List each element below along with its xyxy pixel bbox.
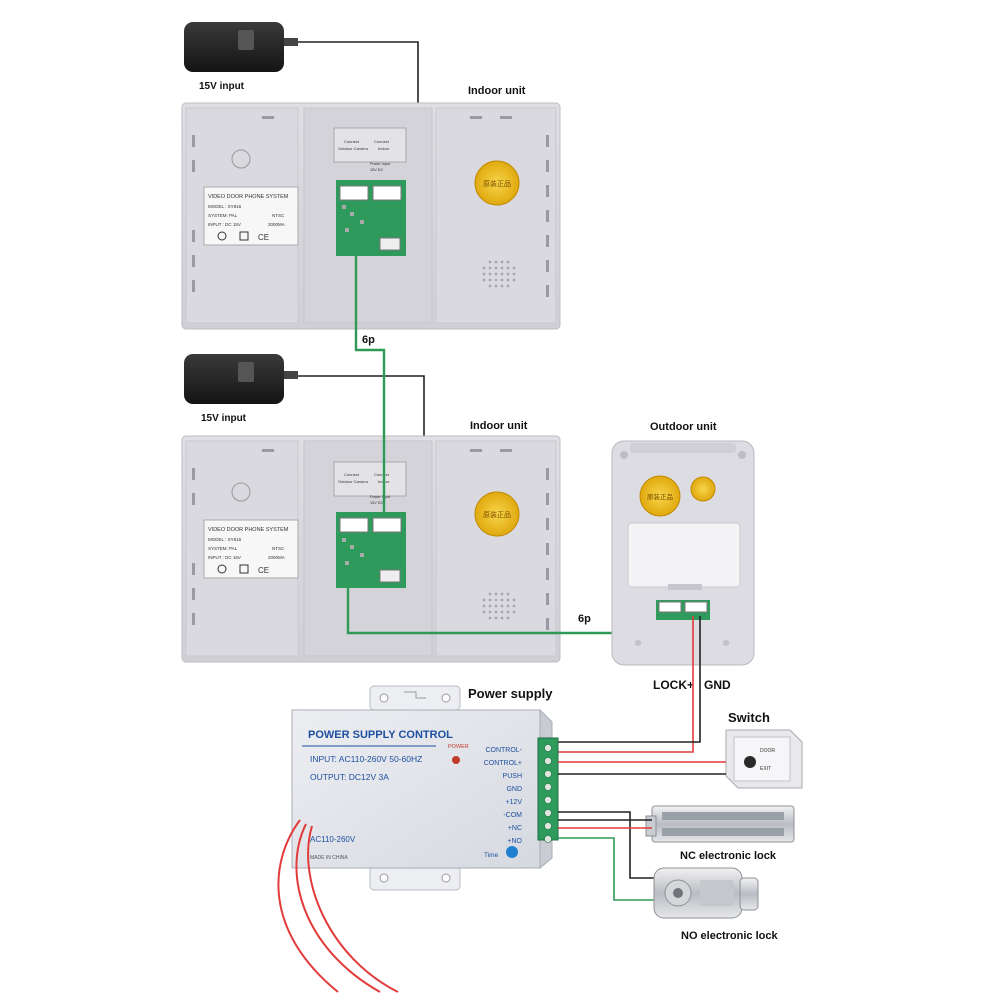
psu-ac-label: AC110-260V	[310, 835, 356, 844]
psu-title: POWER SUPPLY CONTROL	[308, 729, 453, 741]
outdoor-unit: 原装正品	[611, 440, 755, 666]
input-label-top: 15V input	[199, 81, 245, 92]
seal-stamp-top	[474, 160, 520, 206]
cert-icons-top: CE	[217, 231, 269, 242]
terminal-label: +NC	[508, 825, 522, 832]
terminal-label: GND	[506, 786, 522, 793]
speaker-grille-top	[482, 260, 516, 288]
terminal-label: -COM	[503, 812, 522, 819]
model-label-model: MODEL : SY816	[208, 537, 242, 542]
cable-6p-label-a: 6p	[362, 334, 375, 346]
lock-plus-label: LOCK+	[653, 678, 694, 692]
outdoor-unit-label: Outdoor unit	[650, 421, 717, 433]
terminal-label: +12V	[505, 799, 522, 806]
input-label-mid: 15V input	[201, 413, 247, 424]
model-label-ntsc: NTSC	[272, 213, 285, 218]
no-lock-label: NO electronic lock	[681, 930, 778, 942]
psu-terminal-labels: CONTROL- CONTROL+ PUSH GND +12V -COM +NC…	[484, 747, 523, 845]
vent-slots-mid	[192, 449, 549, 630]
terminal-label: +NO	[507, 838, 522, 845]
terminal-label: CONTROL-	[485, 747, 522, 754]
cert-icons-mid: CE	[217, 564, 269, 575]
indoor-unit-mid: VIDEO DOOR PHONE SYSTEM MODEL : SY816 SY…	[181, 435, 561, 663]
psu-input-line: INPUT: AC110-260V 50-60HZ	[310, 754, 422, 764]
ac-cable-3	[307, 825, 399, 993]
board-text: Connect	[344, 139, 360, 144]
terminal-label: PUSH	[503, 773, 522, 780]
wire-lock-plus	[558, 616, 694, 753]
switch-label: Switch	[728, 710, 770, 725]
cable-6p-label-b: 6p	[578, 613, 591, 625]
logo-mark-mid	[231, 482, 251, 502]
ac-cable-2	[295, 823, 381, 993]
indoor-unit-label-top: Indoor unit	[468, 85, 526, 97]
psu-power-led-label: POWER	[448, 744, 469, 750]
model-label-current: 2000MA	[268, 222, 285, 227]
terminal-label: CONTROL+	[484, 760, 522, 767]
psu-made-in: MADE IN CHINA	[310, 855, 348, 861]
seal-stamp-text: 原装正品	[483, 179, 511, 188]
board-text: Connect	[344, 472, 360, 477]
wire-com-no-lock	[558, 811, 658, 879]
indoor-unit-top: VIDEO DOOR PHONE SYSTEM MODEL : SY816 SY…	[181, 102, 561, 330]
svg-text:CE: CE	[258, 566, 269, 575]
board-text: Power Input	[370, 495, 391, 499]
exit-button[interactable]	[744, 756, 756, 768]
seal-stamp-text: 原装正品	[647, 492, 673, 501]
model-label-title: VIDEO DOOR PHONE SYSTEM	[208, 527, 289, 533]
switch-text-door: DOOR	[760, 748, 775, 754]
wire-gnd-outdoor	[558, 616, 701, 743]
power-supply-unit: POWER SUPPLY CONTROL INPUT: AC110-260V 5…	[291, 685, 559, 891]
seal-stamp-mid	[474, 491, 520, 537]
connector-panel-mid: Connect Outdoor Camera Connect Indoor Po…	[333, 461, 407, 588]
model-label-input: INPUT : DC 15V	[208, 555, 241, 560]
board-text: Connect	[374, 139, 390, 144]
time-adjust-knob[interactable]	[506, 846, 518, 858]
vent-slots-top	[192, 116, 549, 297]
model-label-input: INPUT : DC 15V	[208, 222, 241, 227]
indoor-unit-label-mid: Indoor unit	[470, 420, 528, 432]
logo-mark-top	[231, 149, 251, 169]
board-text: Outdoor Camera	[338, 479, 369, 484]
board-text: Connect	[374, 472, 390, 477]
exit-switch: DOOR EXIT	[725, 729, 803, 789]
model-label-mid	[203, 519, 299, 579]
seal-stamp-text: 原装正品	[483, 510, 511, 519]
board-text: 15V DC	[370, 501, 384, 505]
model-label-current: 2000MA	[268, 555, 285, 560]
connector-panel-top: Connect Outdoor Camera Connect Indoor Po…	[333, 127, 407, 256]
board-text: Indoor	[378, 146, 390, 151]
svg-text:CE: CE	[258, 233, 269, 242]
board-text: Power Input	[370, 162, 391, 166]
wire-no-positive	[558, 837, 658, 901]
model-label-model: MODEL : SY816	[208, 204, 242, 209]
outdoor-seal-stamp-small	[690, 476, 716, 502]
no-lock-device	[653, 867, 759, 919]
board-text: Outdoor Camera	[338, 146, 369, 151]
speaker-grille-mid	[482, 592, 516, 620]
psu-time-label: Time	[484, 852, 499, 859]
psu-output-line: OUTPUT: DC12V 3A	[310, 772, 389, 782]
outdoor-seal-stamp	[639, 475, 681, 517]
power-led	[452, 756, 460, 764]
gnd-label: GND	[704, 678, 731, 692]
nc-lock-device	[645, 805, 795, 843]
model-label-top	[203, 186, 299, 246]
model-label-title: VIDEO DOOR PHONE SYSTEM	[208, 194, 289, 200]
nc-lock-label: NC electronic lock	[680, 850, 777, 862]
switch-text-exit: EXIT	[760, 766, 771, 772]
power-supply-label: Power supply	[468, 686, 553, 701]
ac-cable-1	[277, 819, 339, 993]
model-label-system: SYSTEM: PAL	[208, 546, 238, 551]
model-label-system: SYSTEM: PAL	[208, 213, 238, 218]
model-label-ntsc: NTSC	[272, 546, 285, 551]
board-text: 15V DC	[370, 168, 384, 172]
cable-6p-indoor-link	[354, 256, 386, 512]
